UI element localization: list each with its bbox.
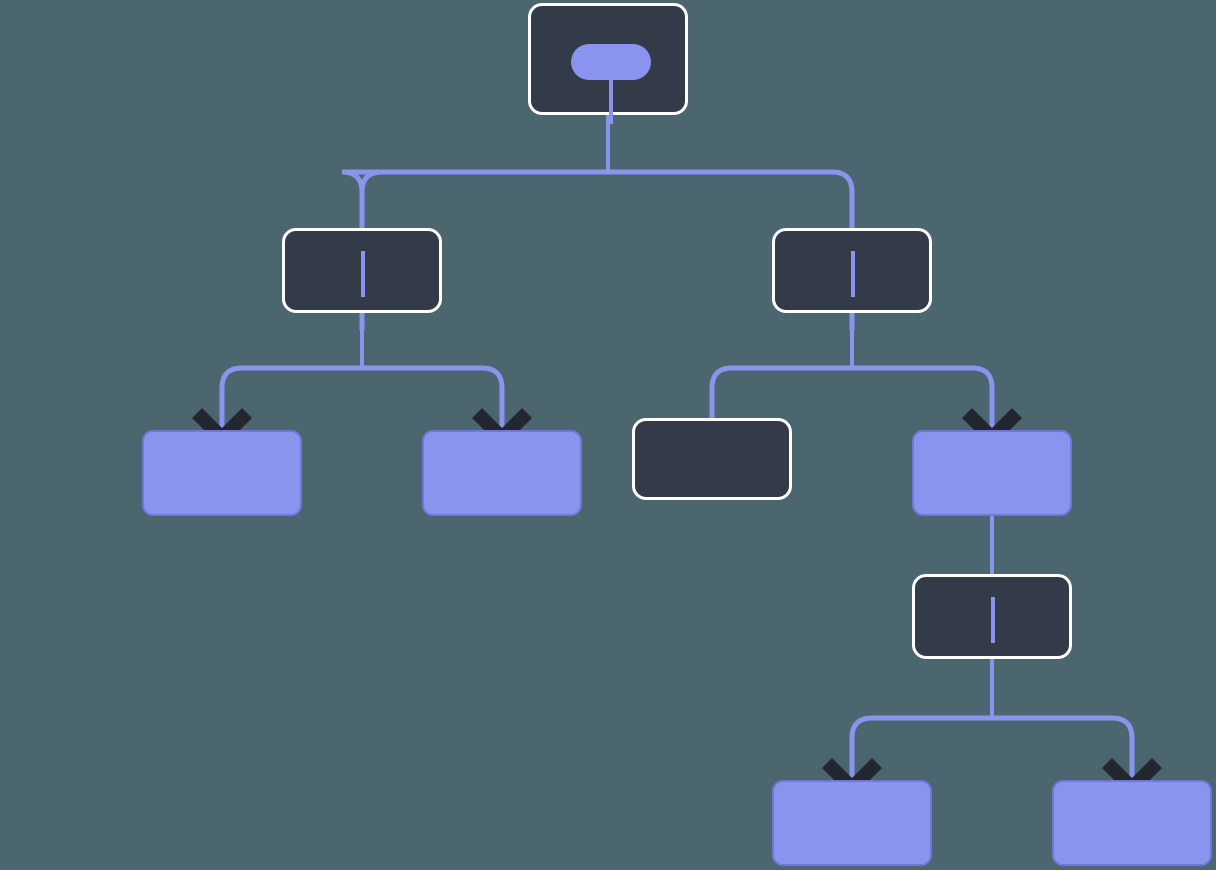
through-line: [851, 251, 855, 297]
node-level3-dark[interactable]: [632, 418, 792, 500]
node-level4-dark[interactable]: [912, 574, 1072, 659]
arrowhead-icon: [962, 408, 1022, 448]
node-leaf-a[interactable]: [142, 430, 302, 516]
edge-l2right-to-children: [709, 313, 995, 438]
edge-l4-to-children: [849, 659, 1135, 788]
root-pill-shape: [571, 44, 651, 80]
node-root[interactable]: [528, 3, 688, 124]
node-branch-purple[interactable]: [912, 430, 1072, 516]
edge-l2left-to-children: [219, 313, 505, 438]
node-leaf-c[interactable]: [772, 780, 932, 866]
arrowhead-icon: [192, 408, 252, 448]
arrowhead-group: [192, 408, 1162, 798]
node-leaf-d[interactable]: [1052, 780, 1212, 866]
through-line: [991, 597, 995, 643]
node-level2-right[interactable]: [772, 228, 932, 313]
arrowhead-icon: [822, 758, 882, 798]
arrowhead-icon: [472, 408, 532, 448]
root-stub-line: [609, 80, 613, 124]
through-line: [361, 251, 365, 297]
arrowhead-icon: [1102, 758, 1162, 798]
node-level2-left[interactable]: [282, 228, 442, 313]
edge-root-to-level2: [341, 115, 855, 330]
node-leaf-b[interactable]: [422, 430, 582, 516]
